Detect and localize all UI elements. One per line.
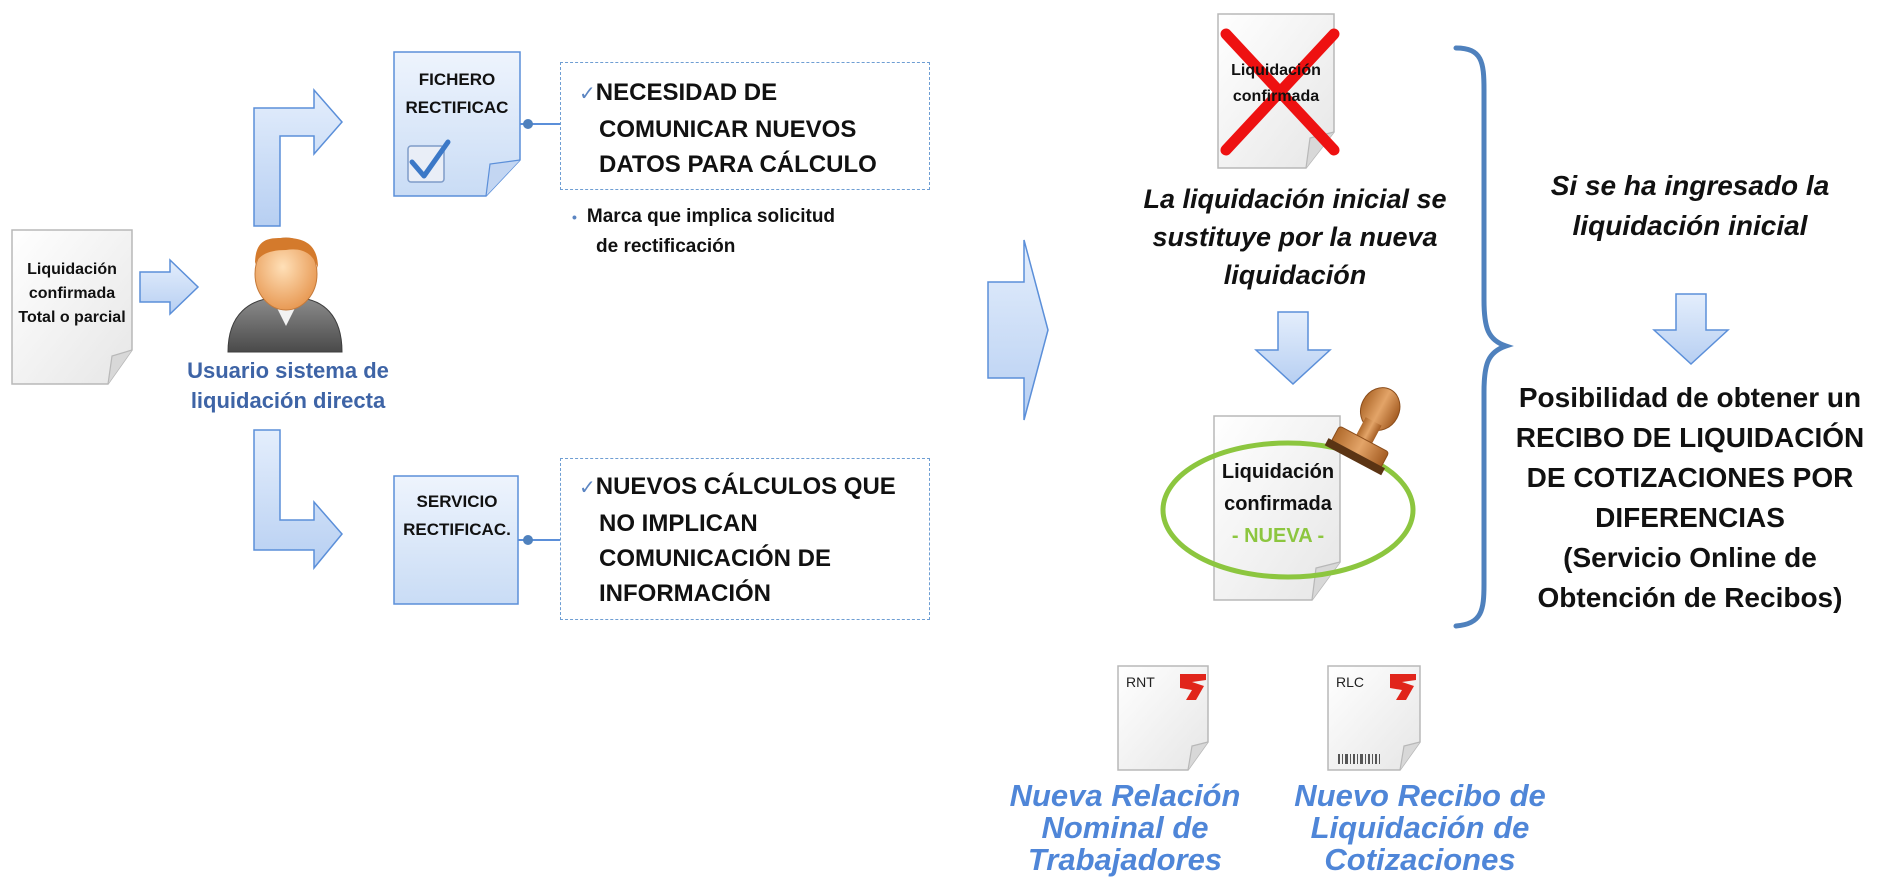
green-ellipse [1160,440,1416,580]
servicio-box [393,475,519,605]
box-necesidad-text: ✓NECESIDAD DE COMUNICAR NUEVOS DATOS PAR… [579,79,877,178]
logo-icon [1390,674,1416,700]
stamp-icon [1324,387,1401,476]
rlc-label: Nuevo Recibo de Liquidación de Cotizacio… [1294,778,1546,877]
checkbox-icon [407,139,451,183]
user-label: Usuario sistema de liquidación directa [187,358,389,413]
box-nuevos-calculos: ✓NUEVOS CÁLCULOS QUE NO IMPLICAN COMUNIC… [560,458,930,620]
fichero-label: FICHERO RECTIFICAC [405,70,509,117]
arrow-icon [1254,311,1332,386]
bullet-marca: •Marca que implica solicitud de rectific… [572,206,836,257]
servicio-label: SERVICIO RECTIFICAC. [403,492,511,539]
rlc-code: RLC [1336,674,1365,690]
left-doc-label: Liquidación confirmada Total o parcial [18,261,126,326]
replace-text: La liquidación inicial se sustituye por … [1143,184,1447,290]
crossed-doc-label: Liquidación confirmada [1231,62,1321,105]
document-icon [1117,665,1209,771]
recibo-text: Posibilidad de obtener un RECIBO DE LIQU… [1515,382,1865,613]
logo-icon [1180,674,1206,700]
box-necesidad: ✓NECESIDAD DE COMUNICAR NUEVOS DATOS PAR… [560,62,930,190]
box-nuevos-text: ✓NUEVOS CÁLCULOS QUE NO IMPLICAN COMUNIC… [579,473,896,607]
rnt-code: RNT [1126,674,1155,690]
arrow-icon [139,258,200,316]
new-doc-label: Liquidación confirmada - NUEVA - [1221,461,1335,547]
cross-icon [1220,28,1340,156]
brace-icon [1453,45,1514,629]
barcode-icon [1338,754,1380,764]
ingresado-text: Si se ha ingresado la liquidación inicia… [1550,170,1830,241]
rnt-label: Nueva Relación Nominal de Trabajadores [1009,778,1241,877]
arrow-icon [253,429,343,571]
arrow-icon [1652,293,1730,366]
document-icon [1327,665,1421,771]
arrow-icon [987,239,1049,421]
arrow-icon [253,88,343,227]
document-icon [11,229,133,385]
user-icon [227,237,343,353]
